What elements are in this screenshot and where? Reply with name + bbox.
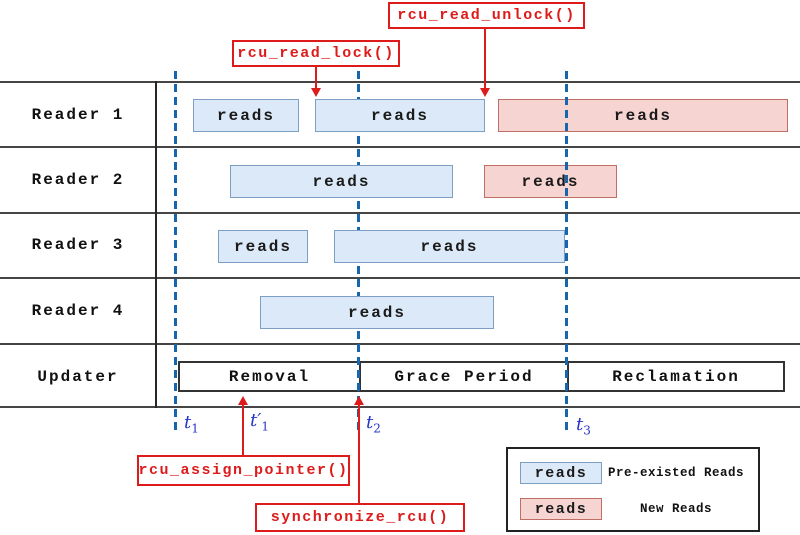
time-marker-t1: t1 xyxy=(184,412,199,436)
legend-row-pre-existed: reads Pre-existed Reads xyxy=(520,462,750,484)
label-column-separator xyxy=(155,81,157,408)
rcu-read-unlock-callout: rcu_read_unlock() xyxy=(388,2,585,29)
time-marker-t1-main: t xyxy=(184,412,192,433)
lane-divider xyxy=(0,343,800,345)
legend-new-reads-swatch: reads xyxy=(520,498,602,520)
time-marker-t1-prime: t′1 xyxy=(250,410,269,434)
time-marker-t3: t3 xyxy=(576,414,591,438)
lane-label-reader2: Reader 2 xyxy=(31,171,125,189)
lane-divider xyxy=(0,277,800,279)
reader2-pre-read-box: reads xyxy=(230,165,453,198)
legend-new-reads-label: New Reads xyxy=(639,502,712,516)
timeline-t1 xyxy=(174,71,177,433)
lane-divider xyxy=(0,406,800,408)
rcu-assign-pointer-arrowhead-icon xyxy=(238,396,248,405)
synchronize-rcu-callout: synchronize_rcu() xyxy=(255,503,465,532)
time-marker-t1-prime-main: t′ xyxy=(250,410,262,431)
rcu-assign-pointer-arrow xyxy=(242,404,244,456)
phase-box-grace-period: Grace Period xyxy=(359,361,569,392)
rcu-assign-pointer-callout: rcu_assign_pointer() xyxy=(137,455,350,486)
lane-label-reader3: Reader 3 xyxy=(31,236,125,254)
phase-box-removal: Removal xyxy=(178,361,361,392)
rcu-read-unlock-arrowhead-icon xyxy=(480,88,490,97)
reader1-pre-read-box-1: reads xyxy=(193,99,299,132)
time-marker-t1-prime-sub: 1 xyxy=(261,419,269,434)
lane-label-updater: Updater xyxy=(37,368,119,386)
time-marker-t3-sub: 3 xyxy=(583,423,591,438)
reader2-new-read-box: reads xyxy=(484,165,617,198)
rcu-read-lock-arrowhead-icon xyxy=(311,88,321,97)
lane-divider xyxy=(0,146,800,148)
synchronize-rcu-arrow xyxy=(358,404,360,504)
reader1-new-read-box: reads xyxy=(498,99,788,132)
lane-label-reader1: Reader 1 xyxy=(31,106,125,124)
rcu-read-lock-arrow xyxy=(315,66,317,90)
reader3-pre-read-box-1: reads xyxy=(218,230,308,263)
synchronize-rcu-arrowhead-icon xyxy=(354,396,364,405)
legend-pre-existed-swatch: reads xyxy=(520,462,602,484)
legend-row-new-reads: reads New Reads xyxy=(520,498,750,520)
legend-pre-existed-label: Pre-existed Reads xyxy=(607,466,745,480)
lane-divider xyxy=(0,81,800,83)
time-marker-t2-sub: 2 xyxy=(373,421,381,436)
time-marker-t2-main: t xyxy=(366,412,374,433)
rcu-read-lock-callout: rcu_read_lock() xyxy=(232,40,400,67)
phase-box-reclamation: Reclamation xyxy=(567,361,785,392)
time-marker-t3-main: t xyxy=(576,414,584,435)
time-marker-t1-sub: 1 xyxy=(191,421,199,436)
reader4-pre-read-box: reads xyxy=(260,296,494,329)
reader3-pre-read-box-2: reads xyxy=(334,230,565,263)
lane-label-reader4: Reader 4 xyxy=(31,302,125,320)
lane-divider xyxy=(0,212,800,214)
legend: reads Pre-existed Reads reads New Reads xyxy=(506,447,760,532)
time-marker-t2: t2 xyxy=(366,412,381,436)
reader1-pre-read-box-2: reads xyxy=(315,99,485,132)
timeline-t3 xyxy=(565,71,568,433)
rcu-read-unlock-arrow xyxy=(484,28,486,90)
